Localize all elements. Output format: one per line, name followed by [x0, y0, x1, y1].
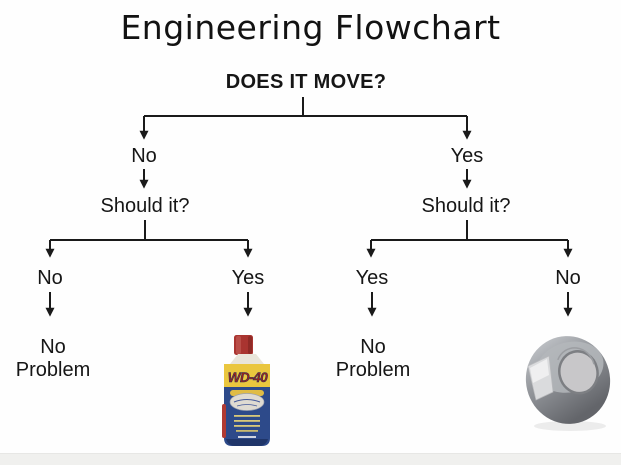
bottom-strip: [0, 453, 621, 465]
duct-tape-roll-icon: [525, 336, 611, 431]
branch-left-answer: No: [131, 145, 157, 167]
wd40-can-icon: WD-40: [222, 335, 270, 446]
root-question: DOES IT MOVE?: [225, 71, 387, 93]
left-yes-answer: Yes: [231, 267, 265, 289]
page-title: Engineering Flowchart: [120, 8, 501, 47]
question-left-should-it: Should it?: [100, 195, 190, 217]
leaf-no-problem-left: No Problem: [15, 336, 91, 381]
right-no-answer: No: [555, 267, 581, 289]
wd40-label: WD-40: [228, 370, 268, 385]
branch-right-answer: Yes: [450, 145, 484, 167]
question-right-should-it: Should it?: [421, 195, 511, 217]
left-no-answer: No: [37, 267, 63, 289]
right-yes-answer: Yes: [355, 267, 389, 289]
leaf-no-problem-right: No Problem: [335, 336, 411, 381]
